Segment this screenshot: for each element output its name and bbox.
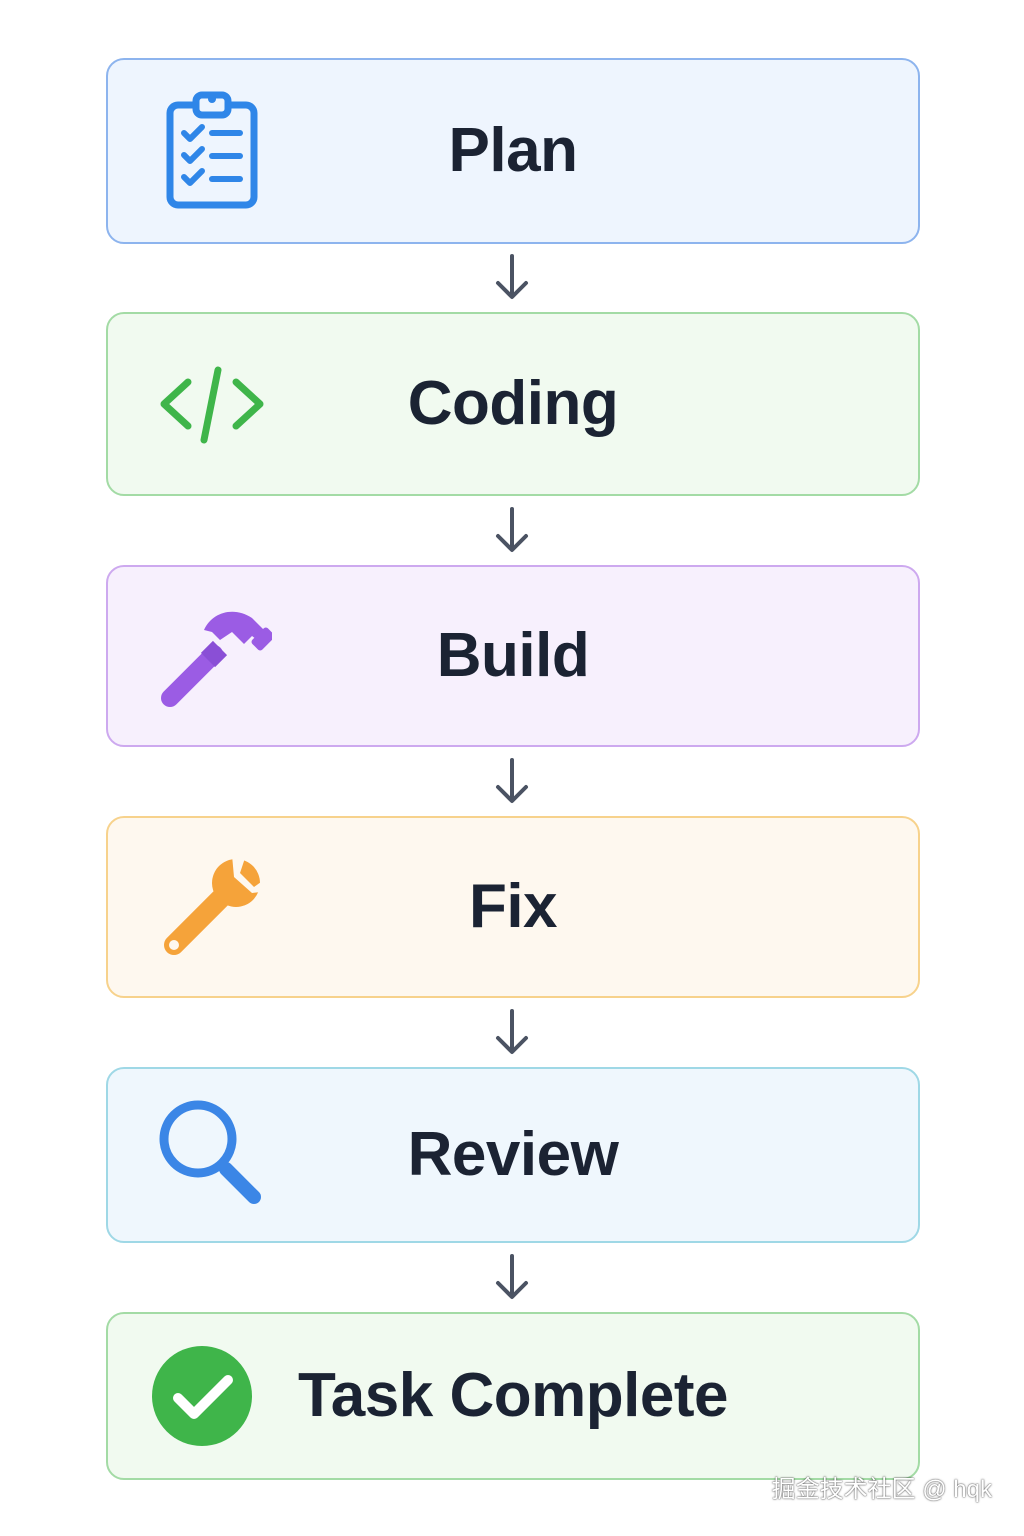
wrench-icon [152, 847, 272, 967]
step-label-fix: Fix [468, 872, 558, 941]
step-label-plan: Plan [448, 116, 578, 185]
step-label-review: Review [407, 1120, 619, 1189]
hammer-icon [152, 596, 272, 716]
down-arrow-icon [496, 1009, 528, 1054]
step-plan: Plan [106, 58, 920, 244]
step-task-complete: Task Complete [106, 1312, 920, 1480]
watermark: 掘金技术社区 @ hqk [771, 1476, 992, 1503]
step-fix: Fix [106, 816, 920, 998]
down-arrow-icon [496, 254, 528, 299]
step-label-build: Build [436, 621, 590, 690]
clipboard-checklist-icon [152, 91, 272, 211]
step-label-coding: Coding [407, 369, 619, 438]
step-build: Build [106, 565, 920, 747]
magnifier-icon [152, 1095, 272, 1215]
down-arrow-icon [496, 507, 528, 552]
step-coding: Coding [106, 312, 920, 496]
code-icon [152, 344, 272, 464]
check-circle-icon [152, 1336, 272, 1456]
down-arrow-icon [496, 1254, 528, 1299]
down-arrow-icon [496, 758, 528, 803]
step-label-task-complete: Task Complete [298, 1361, 728, 1430]
step-review: Review [106, 1067, 920, 1243]
